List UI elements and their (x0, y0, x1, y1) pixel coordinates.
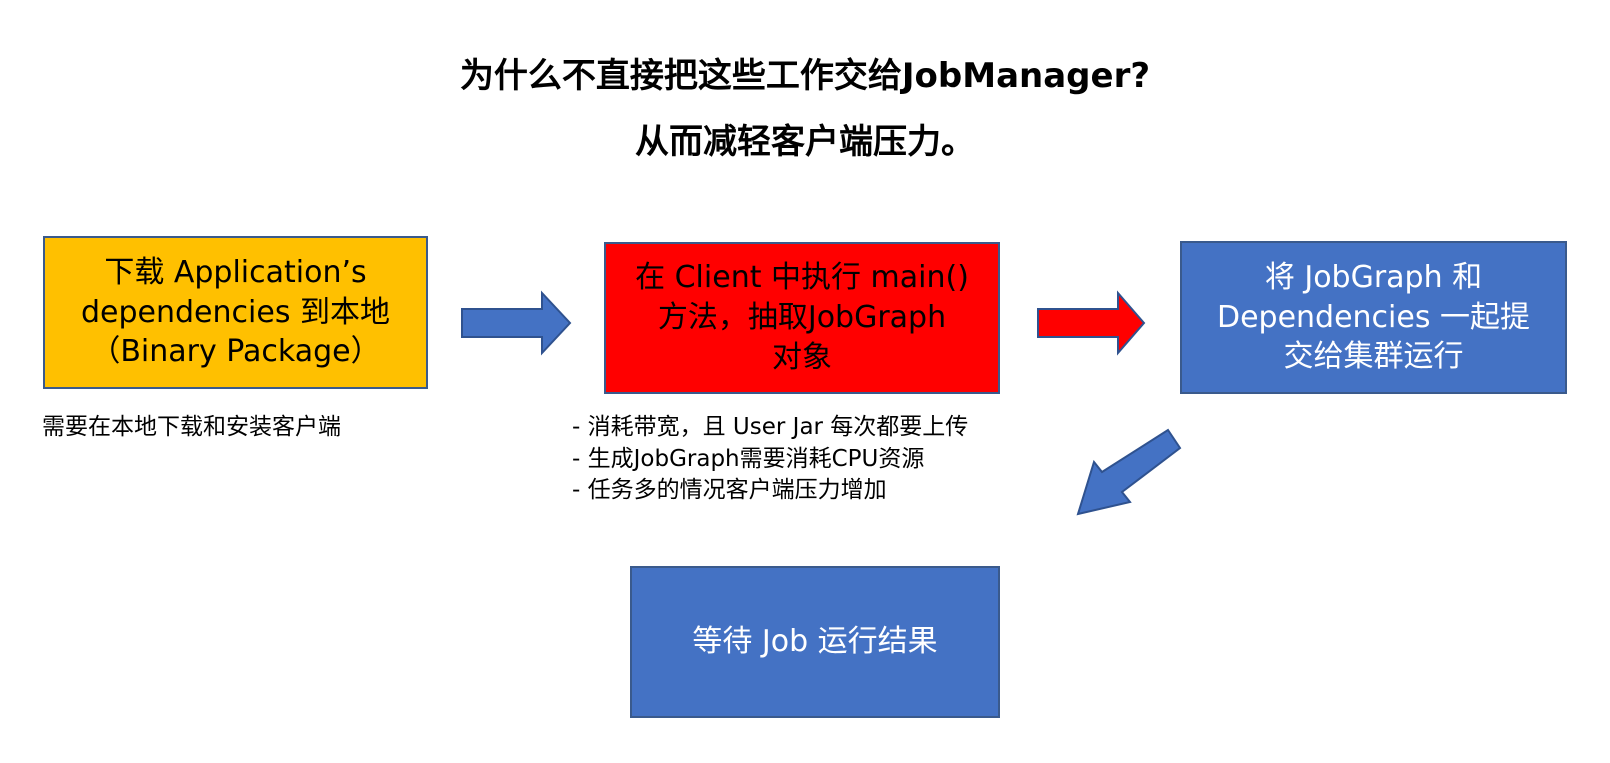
download-box-line-3: （Binary Package） (90, 334, 381, 370)
main-notes-list: - 消耗带宽，且 User Jar 每次都要上传 - 生成JobGraph需要消… (572, 412, 968, 507)
page-subtitle: 从而减轻客户端压力。 (635, 122, 975, 162)
main-note-item: - 生成JobGraph需要消耗CPU资源 (572, 445, 925, 472)
main-note-item: - 消耗带宽，且 User Jar 每次都要上传 (572, 414, 969, 440)
main-box-line-3: 对象 (771, 339, 832, 375)
page-title: 为什么不直接把这些工作交给JobManager? (459, 56, 1151, 96)
download-box-line-2: dependencies 到本地 (81, 294, 390, 330)
wait-box-line-1: 等待 Job 运行结果 (692, 624, 938, 660)
wait-job-result-box: 等待 Job 运行结果 (630, 566, 1000, 718)
submit-to-cluster-box: 将 JobGraph 和 Dependencies 一起提 交给集群运行 (1180, 241, 1567, 394)
submit-box-line-1: 将 JobGraph 和 (1264, 259, 1483, 295)
download-box-line-1: 下载 Application’s (104, 254, 367, 290)
arrow-right-red-icon (1037, 290, 1146, 356)
arrow-down-left-icon (1076, 428, 1182, 516)
execute-main-box: 在 Client 中执行 main() 方法，抽取JobGraph 对象 (604, 242, 1000, 394)
arrow-right-icon (461, 290, 572, 356)
main-note-item: - 任务多的情况客户端压力增加 (572, 477, 887, 504)
main-box-line-1: 在 Client 中执行 main() (635, 260, 969, 296)
download-note: 需要在本地下载和安装客户端 (42, 414, 341, 440)
download-dependencies-box: 下载 Application’s dependencies 到本地 （Binar… (43, 236, 428, 389)
main-box-line-2: 方法，抽取JobGraph (657, 300, 947, 336)
submit-box-line-2: Dependencies 一起提 (1216, 299, 1531, 335)
submit-box-line-3: 交给集群运行 (1283, 339, 1464, 375)
